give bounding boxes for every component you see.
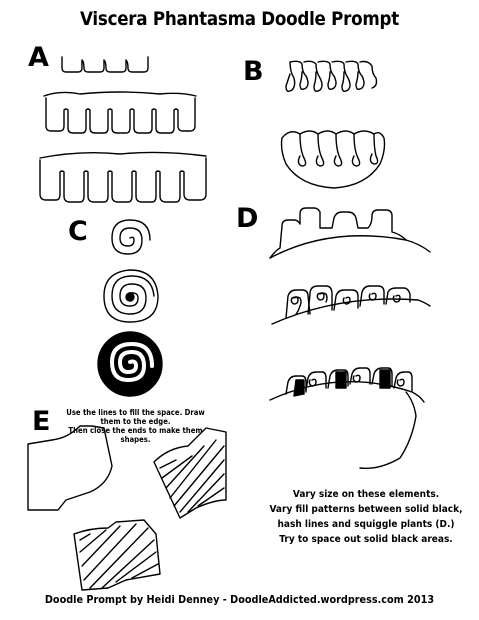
section-e-shape-2 [153,427,227,519]
footer-credit: Doodle Prompt by Heidi Denney - DoodleAd… [44,593,435,606]
section-label-b: B [243,56,264,87]
notes-block: Vary size on these elements. Vary fill p… [269,487,463,547]
note-line-1: Vary size on these elements. [292,489,440,500]
section-d-shape-1 [269,207,431,259]
note-line-3: hash lines and squiggle plants (D.) [277,519,455,530]
section-c-spiral-1 [111,219,151,255]
note-line-2: Vary fill patterns between solid black, [269,504,463,515]
section-c-spiral-2 [103,269,159,323]
section-label-c: C [68,216,88,247]
instruction-line-2: Then close the ends to make them shapes. [68,426,203,444]
section-d-shape-3 [269,367,425,469]
section-b-drips-1 [285,60,378,93]
section-a-strip-3 [39,151,207,203]
note-line-4: Try to space out solid black areas. [279,534,453,545]
section-b-drips-2 [280,130,386,189]
section-e-instructions: Use the lines to fill the space. Draw th… [55,408,216,444]
page-title: Viscera Phantasma Doodle Prompt [80,8,399,30]
section-a-strip-1 [61,56,149,73]
instruction-line-1: Use the lines to fill the space. Draw th… [66,408,205,426]
section-e-shape-3 [73,519,161,591]
section-d-shape-2 [271,285,431,325]
section-label-d: D [236,203,259,234]
section-label-a: A [28,42,49,73]
section-label-e: E [32,406,51,437]
section-a-strip-2 [43,91,197,134]
section-e-shape-1 [27,425,113,511]
section-c-spiral-3 [97,331,163,397]
